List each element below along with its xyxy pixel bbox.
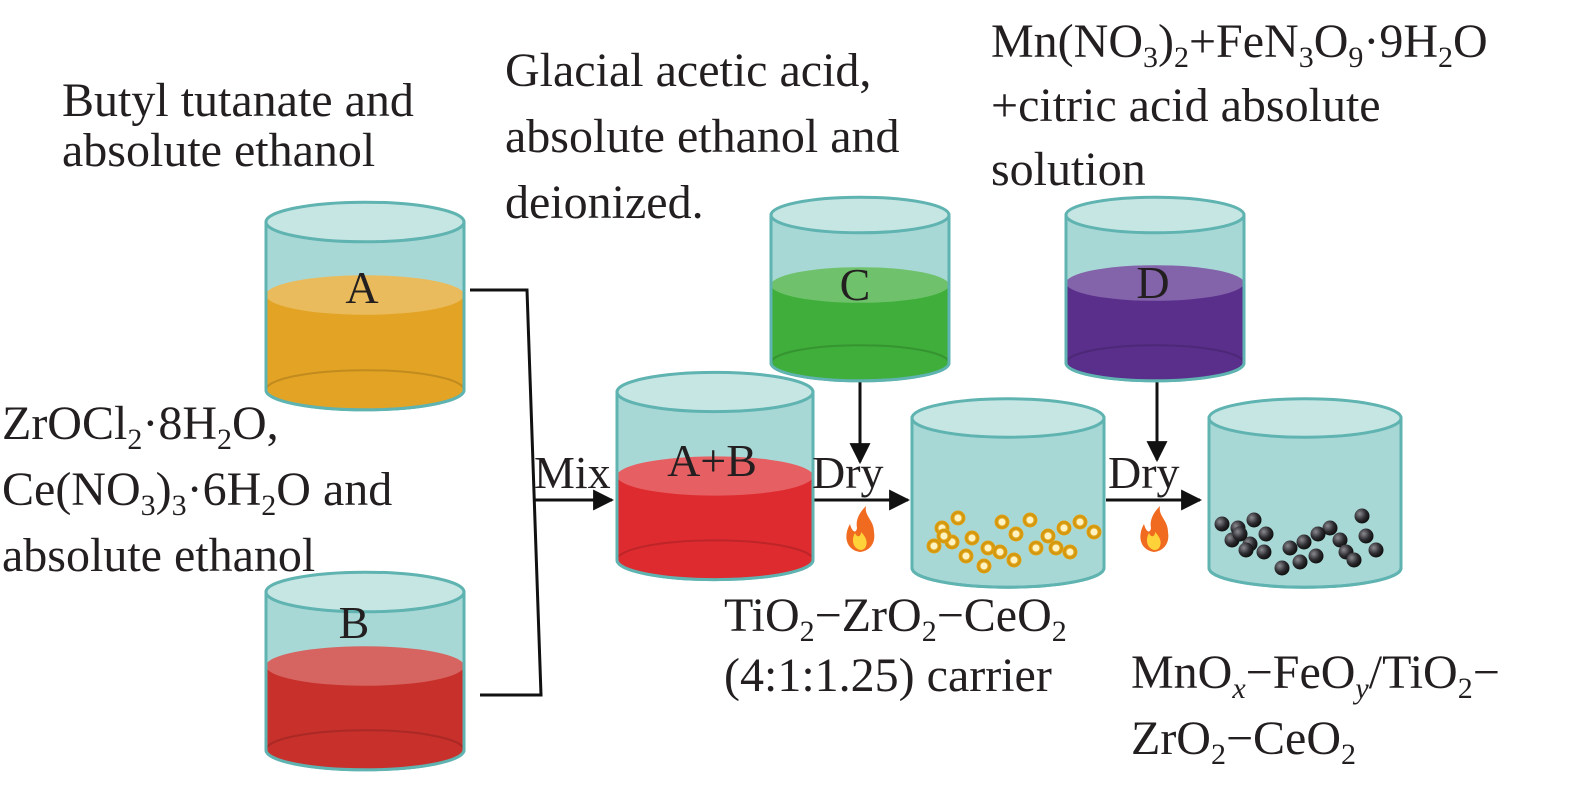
- beaker-label-a: A: [345, 262, 378, 313]
- dry-label-2: Dry: [1108, 447, 1180, 498]
- mix-connector: [470, 288, 615, 697]
- product-particles: [1214, 508, 1384, 576]
- beaker-label-ab: A+B: [667, 435, 757, 486]
- beaker-ab: A+B: [615, 370, 815, 582]
- carrier-particles: [926, 510, 1102, 574]
- beaker-b: B: [264, 570, 466, 772]
- beaker-a: A: [264, 200, 466, 412]
- reagent-d-description: Mn(NO3)2+FeN3O9·9H2O +citric acid absolu…: [991, 15, 1488, 196]
- beaker-label-b: B: [339, 597, 370, 648]
- carrier-label: TiO2−ZrO2−CeO2 (4:1:1.25) carrier: [724, 589, 1067, 702]
- beaker-c: C: [769, 195, 951, 383]
- reagent-c-description: Glacial acetic acid, absolute ethanol an…: [505, 44, 900, 229]
- flame-icon: [846, 506, 875, 552]
- flame-icon: [1140, 506, 1169, 552]
- dry-label-1: Dry: [812, 447, 884, 498]
- product-label: MnOx−FeOy/TiO2− ZrO2−CeO2: [1131, 646, 1500, 771]
- reagent-b-description: ZrOCl2·8H2O, Ce(NO3)3·6H2O and absolute …: [2, 397, 393, 582]
- dry-arrows: [813, 368, 1203, 511]
- beaker-label-c: C: [840, 259, 871, 310]
- beaker-label-d: D: [1136, 257, 1169, 308]
- reagent-a-description: Butyl tutanate and absolute ethanol: [62, 74, 414, 177]
- beaker-d: D: [1064, 195, 1246, 383]
- mix-label: Mix: [534, 447, 611, 498]
